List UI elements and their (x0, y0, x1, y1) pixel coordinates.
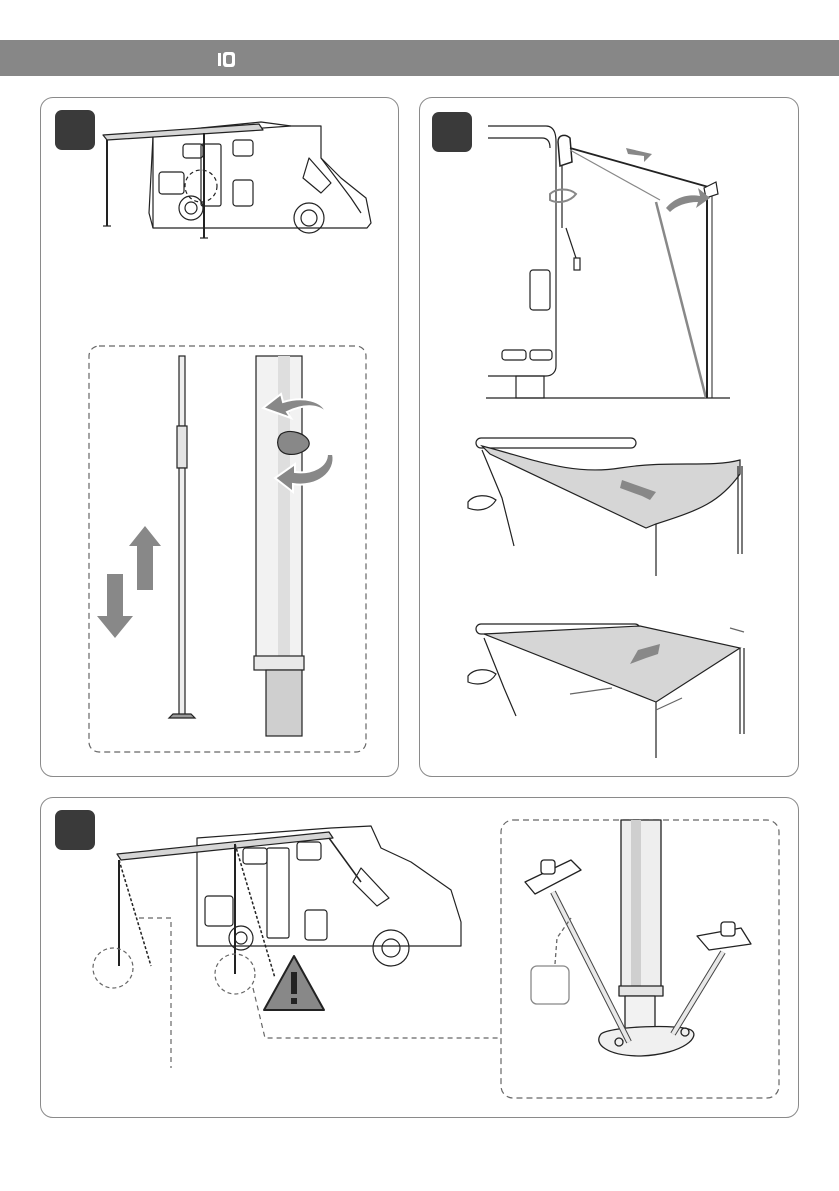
detail-tag-box (531, 966, 569, 1004)
step-panel-1 (40, 97, 399, 777)
ground-peg-detail (525, 820, 751, 1056)
step-panel-3 (40, 797, 799, 1118)
step-panel-2 (419, 97, 799, 777)
awning-anchor-illustration (41, 798, 800, 1119)
section-header-bar (0, 40, 839, 76)
motorhome-awning-legs-illustration (41, 98, 400, 778)
awning-crank-illustration (420, 98, 800, 778)
warning-icon (264, 956, 324, 1010)
up-down-arrows-icon (97, 526, 161, 638)
awning-manual-icon (218, 51, 236, 69)
